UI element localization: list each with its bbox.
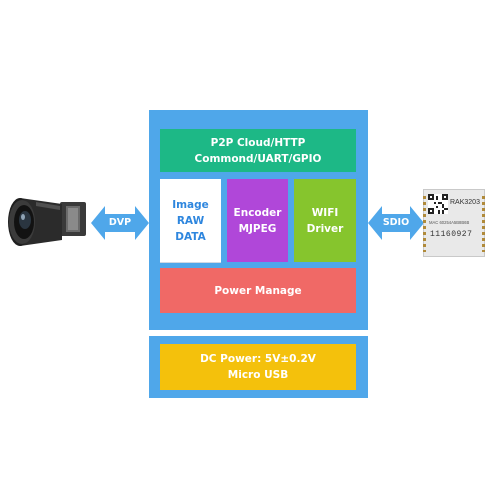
module-model-text: RAK3203 [450,199,480,206]
camera-module-image [8,198,86,246]
wifi-driver-block: WIFI Driver [294,179,356,262]
encoder-mjpeg-block: Encoder MJPEG [227,179,288,262]
cloud-http-block: P2P Cloud/HTTP Commond/UART/GPIO [160,129,356,172]
wifi-module-image: RAK3203 MAC 60254A5B8B6B 11160927 [423,189,485,257]
sdio-label: SDIO [382,217,410,228]
sdio-arrow [368,206,424,240]
qr-code-icon [428,194,448,214]
module-serial-text: 11160927 [430,230,473,239]
dvp-label: DVP [108,217,132,228]
image-raw-data-block: Image RAW DATA [160,179,221,263]
dvp-arrow [91,206,149,240]
power-manage-block: Power Manage [160,268,356,313]
module-mac-text: MAC 60254A5B8B6B [429,220,470,225]
dc-power-block: DC Power: 5V±0.2V Micro USB [160,344,356,390]
